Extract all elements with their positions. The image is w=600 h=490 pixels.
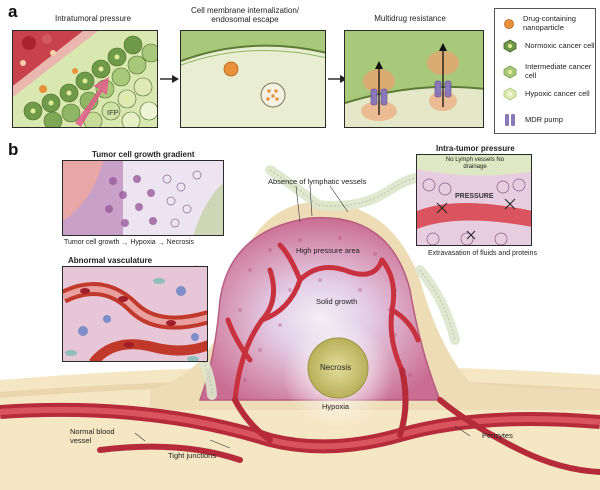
step-2-title: Cell membrane internalization/ endosomal… (190, 6, 300, 24)
vasculature-illustration (63, 267, 207, 361)
legend: Drug-containing nanoparticle Normoxic ca… (494, 8, 596, 134)
multidrug-resistance-illustration (345, 31, 483, 127)
hypoxic-cell-icon (503, 87, 517, 101)
growth-gradient-illustration (63, 161, 223, 235)
step-3-title: Multidrug resistance (374, 14, 446, 23)
panel-b-label: b (8, 140, 19, 159)
ifp-label: IFP (107, 108, 119, 117)
normal-vessel-label: Normal blood vessel (70, 427, 115, 445)
legend-label: Hypoxic cancer cell (525, 88, 590, 98)
axis-arrow-icon: → (121, 239, 129, 247)
flow-arrow-icon (328, 75, 347, 83)
legend-item-mdr-pump: MDR pump (503, 113, 563, 127)
legend-label: Intermediate cancer cell (525, 62, 592, 80)
legend-item-normoxic: Normoxic cancer cell (503, 39, 597, 53)
necrosis-label: Necrosis (320, 363, 352, 372)
vasculature-inset (62, 266, 208, 362)
intratumoral-pressure-box: IFP (12, 30, 158, 128)
growth-gradient-title: Tumor cell growth gradient (92, 150, 195, 159)
legend-item-intermediate: Intermediate cancer cell (503, 62, 597, 80)
panel-a-label: a (8, 2, 18, 21)
axis-necrosis: Necrosis (166, 238, 194, 246)
growth-gradient-inset (62, 160, 224, 236)
axis-hypoxia: Hypoxia (130, 238, 156, 246)
growth-gradient-axis: Tumor cell growth → Hypoxia → Necrosis (64, 238, 234, 248)
intermediate-cell-icon (503, 65, 517, 78)
step-1-title: Intratumoral pressure (54, 14, 132, 23)
no-lymph-note: No Lymph vessels No drainage (445, 157, 505, 170)
multidrug-resistance-box (344, 30, 484, 128)
intratumoral-pressure-illustration (13, 31, 157, 127)
normoxic-cell-icon (503, 39, 517, 53)
mdr-pump-icon (505, 114, 515, 126)
extravasation-caption: Extravasation of fluids and proteins (428, 250, 537, 257)
intra-pressure-inset: No Lymph vessels No drainage PRESSURE (416, 154, 532, 246)
legend-item-hypoxic: Hypoxic cancer cell (503, 87, 597, 101)
axis-growth: Tumor cell growth (64, 238, 120, 246)
legend-label: Normoxic cancer cell (525, 40, 595, 50)
legend-item-nanoparticle: Drug-containing nanoparticle (503, 14, 595, 32)
pericytes-label: Pericytes (482, 431, 513, 440)
tight-junctions-label: Tight junctions (168, 451, 217, 460)
intra-pressure-title: Intra-tumor pressure (436, 144, 515, 153)
legend-label: Drug-containing nanoparticle (523, 14, 576, 32)
nanoparticle-icon (504, 18, 514, 29)
internalization-illustration (181, 31, 325, 127)
high-pressure-label: High pressure area (296, 246, 360, 255)
axis-arrow-icon: → (157, 239, 165, 247)
legend-label: MDR pump (525, 114, 563, 124)
flow-arrow-icon (160, 75, 179, 83)
solid-growth-label: Solid growth (316, 297, 358, 306)
intra-pressure-illustration (417, 155, 531, 245)
vasculature-title: Abnormal vasculature (68, 256, 153, 265)
hypoxia-label: Hypoxia (322, 402, 350, 411)
internalization-box (180, 30, 326, 128)
pressure-label: PRESSURE (455, 193, 494, 200)
lymphatic-vessels-label: Absence of lymphatic vessels (268, 177, 367, 186)
